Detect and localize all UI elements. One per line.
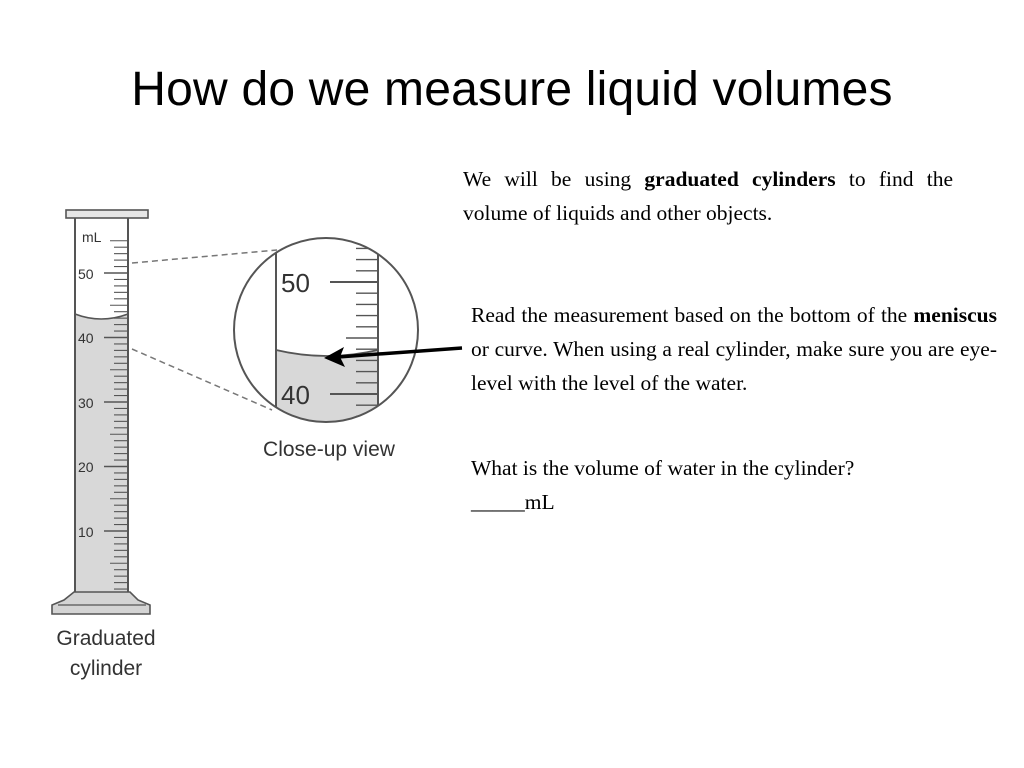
cylinder-rim bbox=[65, 209, 149, 219]
zoom-guide-lower bbox=[131, 348, 273, 411]
answer-blank: _____mL bbox=[471, 490, 555, 514]
cylinder-tick-label-40: 40 bbox=[78, 330, 94, 346]
zoom-guide-upper bbox=[131, 249, 278, 264]
cylinder-unit-label: mL bbox=[82, 229, 102, 245]
meniscus-instruction-paragraph: Read the measurement based on the bottom… bbox=[471, 303, 997, 395]
slide-title: How do we measure liquid volumes bbox=[131, 63, 893, 116]
closeup-caption: Close-up view bbox=[263, 438, 396, 461]
graduated-cylinder: mL 50 40 30 20 10 Graduated cylinder bbox=[51, 209, 156, 680]
meniscus-term: meniscus bbox=[913, 303, 997, 327]
graduated-cylinders-term: graduated cylinders bbox=[644, 167, 836, 191]
cylinder-tick-label-30: 30 bbox=[78, 395, 94, 411]
cylinder-caption-line2: cylinder bbox=[70, 657, 142, 680]
meniscus-arrow bbox=[324, 346, 463, 367]
closeup-label-50: 50 bbox=[281, 268, 310, 298]
closeup-label-40: 40 bbox=[281, 380, 310, 410]
cylinder-tick-label-10: 10 bbox=[78, 524, 94, 540]
question-paragraph: What is the volume of water in the cylin… bbox=[471, 451, 997, 519]
intro-paragraph: We will be using graduated cylinders to … bbox=[463, 167, 953, 225]
cylinder-base bbox=[51, 591, 151, 615]
cylinder-tick-label-50: 50 bbox=[78, 266, 94, 282]
cylinder-caption-line1: Graduated bbox=[56, 627, 155, 650]
cylinder-liquid bbox=[76, 314, 127, 596]
cylinder-tick-label-20: 20 bbox=[78, 459, 94, 475]
question-text: What is the volume of water in the cylin… bbox=[471, 456, 855, 480]
closeup-liquid bbox=[276, 350, 378, 422]
cylinder-meniscus bbox=[74, 313, 129, 320]
closeup-view: 50 40 Close-up view bbox=[233, 237, 419, 461]
cylinder-scale-ticks bbox=[104, 240, 127, 590]
closeup-meniscus bbox=[275, 349, 379, 357]
